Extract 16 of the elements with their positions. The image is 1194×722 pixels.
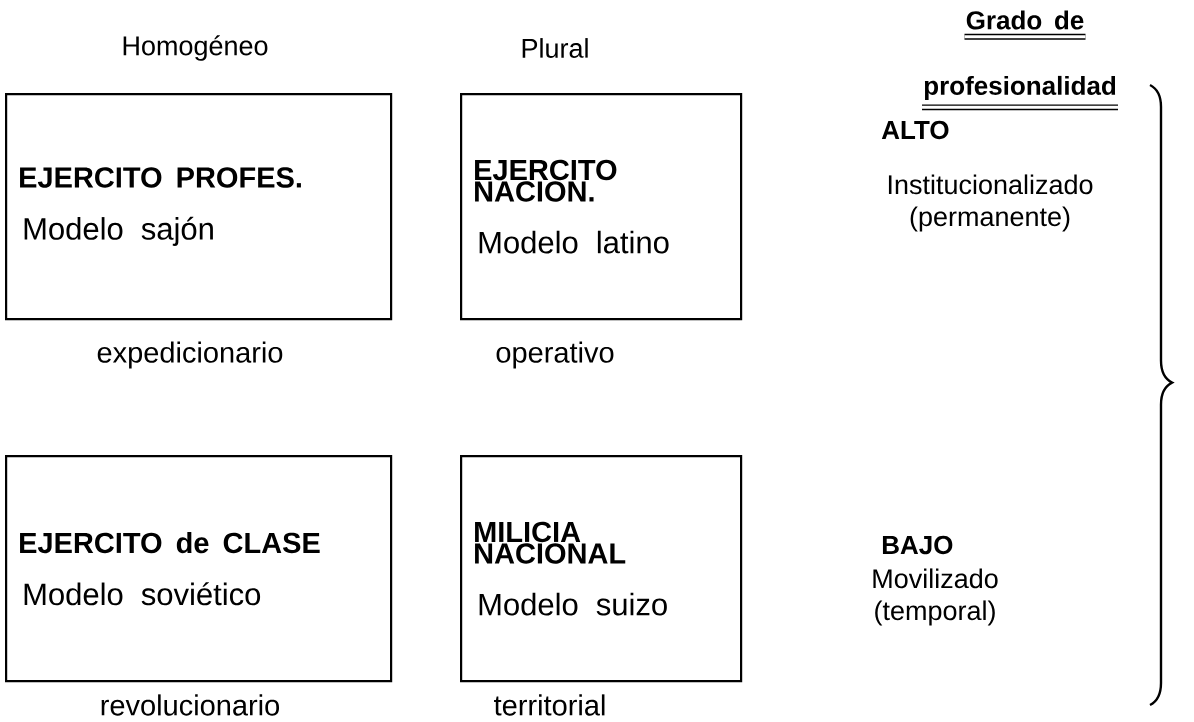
node-label: revolucionario [101,694,279,716]
model-box: EJERCITO de CLASE Modelo soviético [5,455,393,683]
model-box: EJERCITO PROFES. Modelo sajón [5,93,393,321]
axis-heading: Grado de [966,10,1084,30]
level-description: Movilizado (temporal) [873,568,998,626]
level-label: ALTO [881,120,949,140]
node-label: expedicionario [97,341,283,369]
level-label: BAJO [882,535,953,555]
node-label: operativo [496,341,614,369]
level-description: Institucionalizado (permanente) [888,174,1093,232]
column-heading: Homogéneo [123,35,268,61]
model-box: EJERCITO NACION. Modelo latino [460,93,743,321]
column-heading: Plural [522,38,588,58]
axis-heading: profesionalidad [924,75,1116,101]
node-label: territorial [494,694,605,716]
model-box: MILICIA NACIONAL Modelo suizo [460,455,743,683]
